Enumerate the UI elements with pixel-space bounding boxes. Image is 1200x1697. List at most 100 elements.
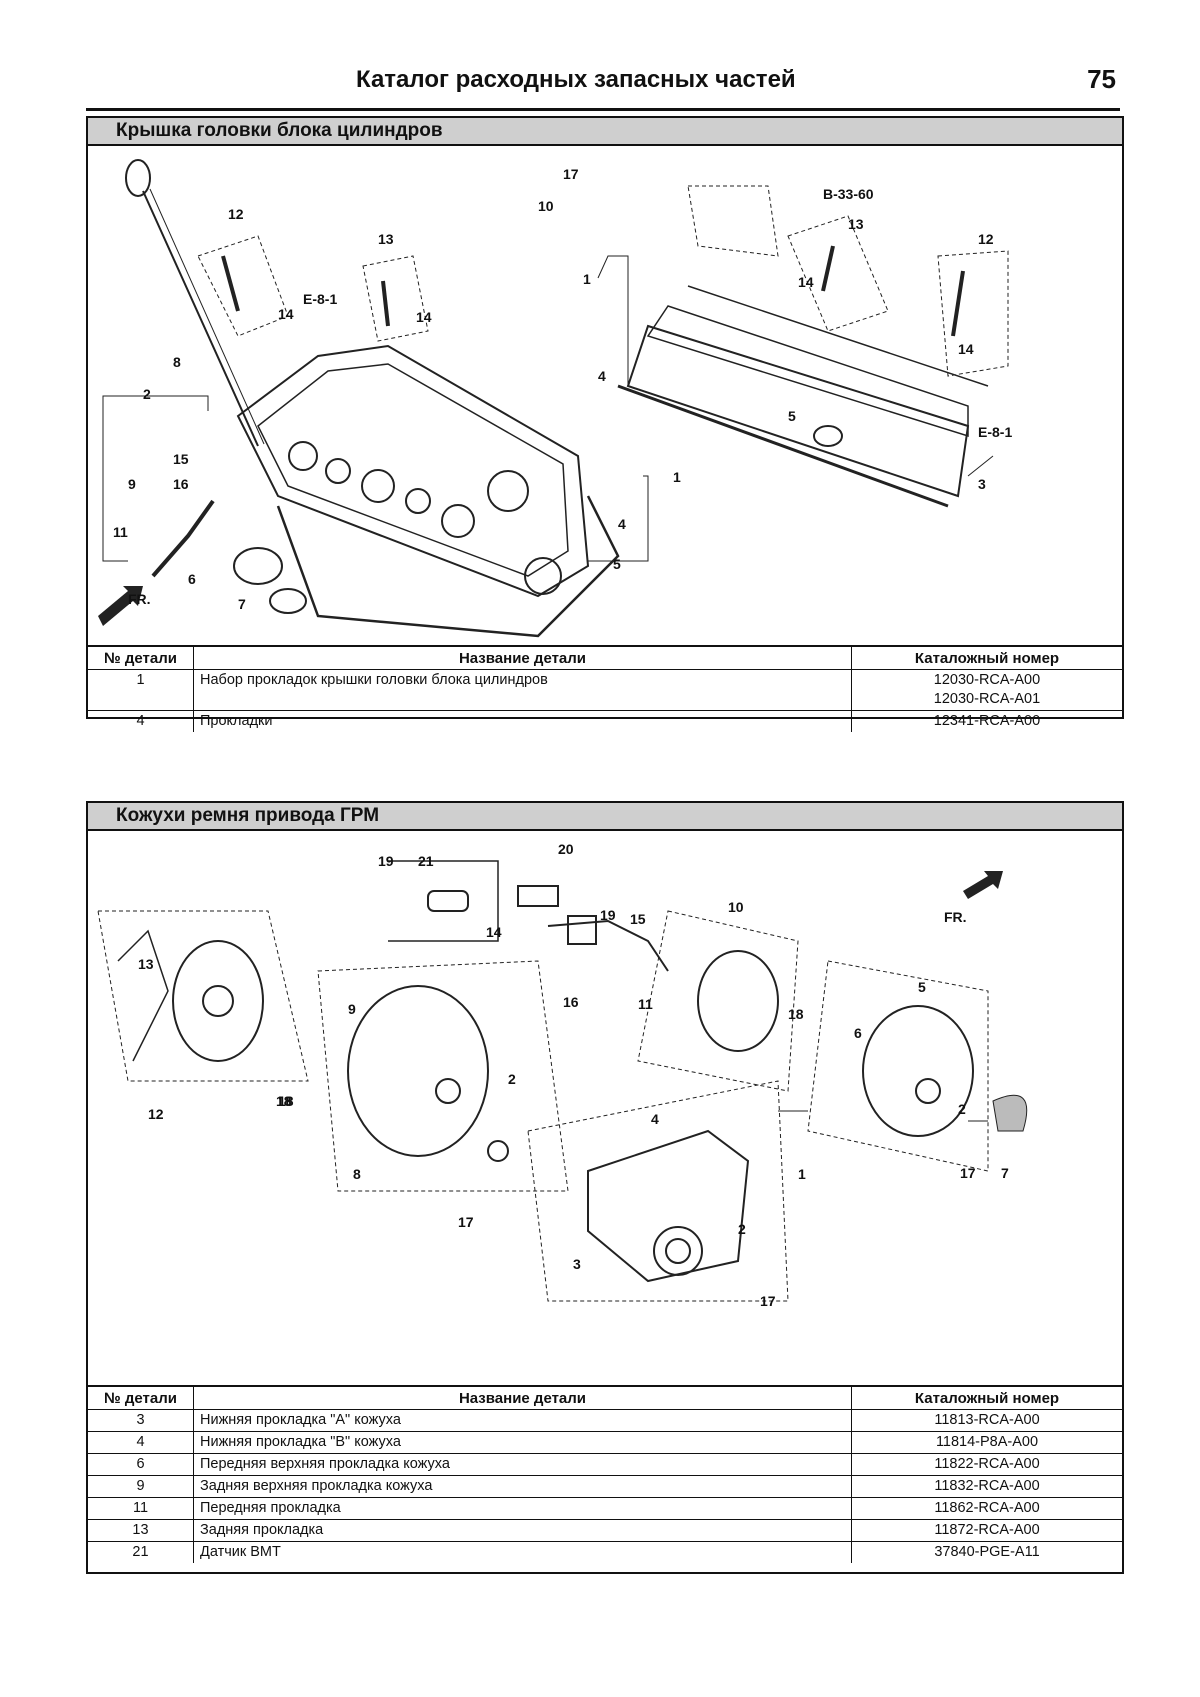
callout-label: E-8-1 <box>978 424 1013 440</box>
callout-label: 5 <box>788 408 796 424</box>
part-name: Нижняя прокладка "В" кожуха <box>193 1431 852 1454</box>
callout-label: 14 <box>798 274 814 290</box>
callout-label: 2 <box>958 1101 966 1117</box>
callout-label: 12 <box>978 231 994 247</box>
part-name: Прокладки <box>193 710 852 732</box>
callout-label: 5 <box>613 556 621 572</box>
callout-label: 4 <box>598 368 606 384</box>
timing-covers-drawing <box>97 860 1028 1302</box>
catalog-number: 37840-PGE-A11 <box>851 1541 1122 1563</box>
table-header-row: № детали Название детали Каталожный номе… <box>88 1387 1122 1410</box>
table-header-row: № детали Название детали Каталожный номе… <box>88 647 1122 670</box>
callout-label: 17 <box>760 1293 776 1309</box>
catalog-number: 11832-RCA-A00 <box>851 1475 1122 1498</box>
callout-label: 18 <box>788 1006 804 1022</box>
part-number: 4 <box>88 1431 194 1454</box>
callout-label: 20 <box>558 841 574 857</box>
part-name: Набор прокладок крышки головки блока цил… <box>193 669 852 711</box>
callout-label: FR. <box>944 909 967 925</box>
callout-label: FR. <box>128 591 151 607</box>
callout-label: 10 <box>728 899 744 915</box>
callout-label: 2 <box>508 1071 516 1087</box>
callout-label: 9 <box>348 1001 356 1017</box>
callout-label: 17 <box>563 166 579 182</box>
catalog-number: 11872-RCA-A00 <box>851 1519 1122 1542</box>
catalog-number: 11822-RCA-A00 <box>851 1453 1122 1476</box>
callout-label: 18 <box>276 1093 292 1109</box>
part-number: 3 <box>88 1409 194 1432</box>
callout-label: 10 <box>538 198 554 214</box>
section-timing-belt-covers: Кожухи ремня привода ГРМ <box>86 801 1124 1574</box>
callout-label: 2 <box>143 386 151 402</box>
section-title: Кожухи ремня привода ГРМ <box>116 805 380 826</box>
callout-label: 14 <box>278 306 294 322</box>
catalog-number: 12030-RCA-A01 <box>933 691 1041 707</box>
callout-label: 12 <box>228 206 244 222</box>
part-name: Передняя верхняя прокладка кожуха <box>193 1453 852 1476</box>
callout-label: 1 <box>673 469 681 485</box>
callout-label: 17 <box>458 1214 474 1230</box>
section-title-bar: Крышка головки блока цилиндров <box>88 118 1122 146</box>
callout-label: 11 <box>113 524 128 540</box>
callout-label: 17 <box>960 1165 976 1181</box>
callout-label: 3 <box>573 1256 581 1272</box>
callout-label: 6 <box>854 1025 862 1041</box>
page-header: Каталог расходных запасных частей 75 <box>86 58 1120 111</box>
exploded-diagram-head-cover: 17 10 B-33-60 13 12 1 14 14 4 5 E-8-1 3 … <box>88 146 1122 647</box>
column-header: Каталожный номер <box>851 1387 1122 1410</box>
callout-label: 2 <box>738 1221 746 1237</box>
callout-label: 15 <box>173 451 189 467</box>
callout-label: 7 <box>238 596 246 612</box>
page-title: Каталог расходных запасных частей <box>356 66 796 93</box>
table-row: 21 Датчик ВМТ 37840-PGE-A11 <box>88 1541 1122 1563</box>
callout-label: 3 <box>978 476 986 492</box>
part-number: 21 <box>88 1541 194 1563</box>
part-number: 1 <box>88 669 194 711</box>
table-row: 11 Передняя прокладка 11862-RCA-A00 <box>88 1497 1122 1520</box>
callout-label: 19 <box>378 853 394 869</box>
callout-label: E-8-1 <box>303 291 338 307</box>
callout-label: 19 <box>600 907 616 923</box>
parts-table: № детали Название детали Каталожный номе… <box>88 647 1122 732</box>
column-header: № детали <box>88 1387 194 1410</box>
callout-label: 16 <box>563 994 579 1010</box>
callout-label: 4 <box>651 1111 659 1127</box>
callout-label: 12 <box>148 1106 164 1122</box>
column-header: Название детали <box>193 647 852 670</box>
part-name: Нижняя прокладка "А" кожуха <box>193 1409 852 1432</box>
section-cylinder-head-cover: Крышка головки блока цилиндров <box>86 116 1124 732</box>
head-cover-drawing <box>98 159 1009 638</box>
part-name: Датчик ВМТ <box>193 1541 852 1563</box>
callout-label: 1 <box>798 1166 806 1182</box>
part-number: 4 <box>88 710 194 732</box>
callout-label: 15 <box>630 911 646 927</box>
table-row: 6 Передняя верхняя прокладка кожуха 1182… <box>88 1453 1122 1476</box>
callout-label: 16 <box>173 476 189 492</box>
catalog-number: 12030-RCA-A00 <box>933 672 1041 688</box>
catalog-number: 11814-P8A-A00 <box>851 1431 1122 1454</box>
section-title: Крышка головки блока цилиндров <box>116 120 443 141</box>
parts-table: № детали Название детали Каталожный номе… <box>88 1387 1122 1563</box>
table-row: 4 Нижняя прокладка "В" кожуха 11814-P8A-… <box>88 1431 1122 1454</box>
callout-label: 14 <box>416 309 432 325</box>
table-row: 13 Задняя прокладка 11872-RCA-A00 <box>88 1519 1122 1542</box>
callout-label: 13 <box>378 231 394 247</box>
callout-label: 11 <box>638 996 653 1012</box>
catalog-number: 11813-RCA-A00 <box>851 1409 1122 1432</box>
catalog-number: 12341-RCA-A00 <box>933 713 1041 729</box>
callout-label: 13 <box>848 216 864 232</box>
column-header: Название детали <box>193 1387 852 1410</box>
catalog-number-cell: 12030-RCA-A00 12030-RCA-A01 <box>851 669 1122 711</box>
table-row: 1 Набор прокладок крышки головки блока ц… <box>88 669 1122 711</box>
column-header: Каталожный номер <box>851 647 1122 670</box>
callout-label: 9 <box>128 476 136 492</box>
callout-label: 21 <box>418 853 434 869</box>
part-number: 9 <box>88 1475 194 1498</box>
callout-label: 7 <box>1001 1165 1009 1181</box>
callout-label: 14 <box>958 341 974 357</box>
part-number: 11 <box>88 1497 194 1520</box>
callout-label: 1 <box>583 271 591 287</box>
part-number: 6 <box>88 1453 194 1476</box>
exploded-diagram-timing-covers: 19 21 20 14 19 15 10 18 FR. 13 16 11 18 … <box>88 831 1122 1387</box>
page-number: 75 <box>1087 64 1116 94</box>
